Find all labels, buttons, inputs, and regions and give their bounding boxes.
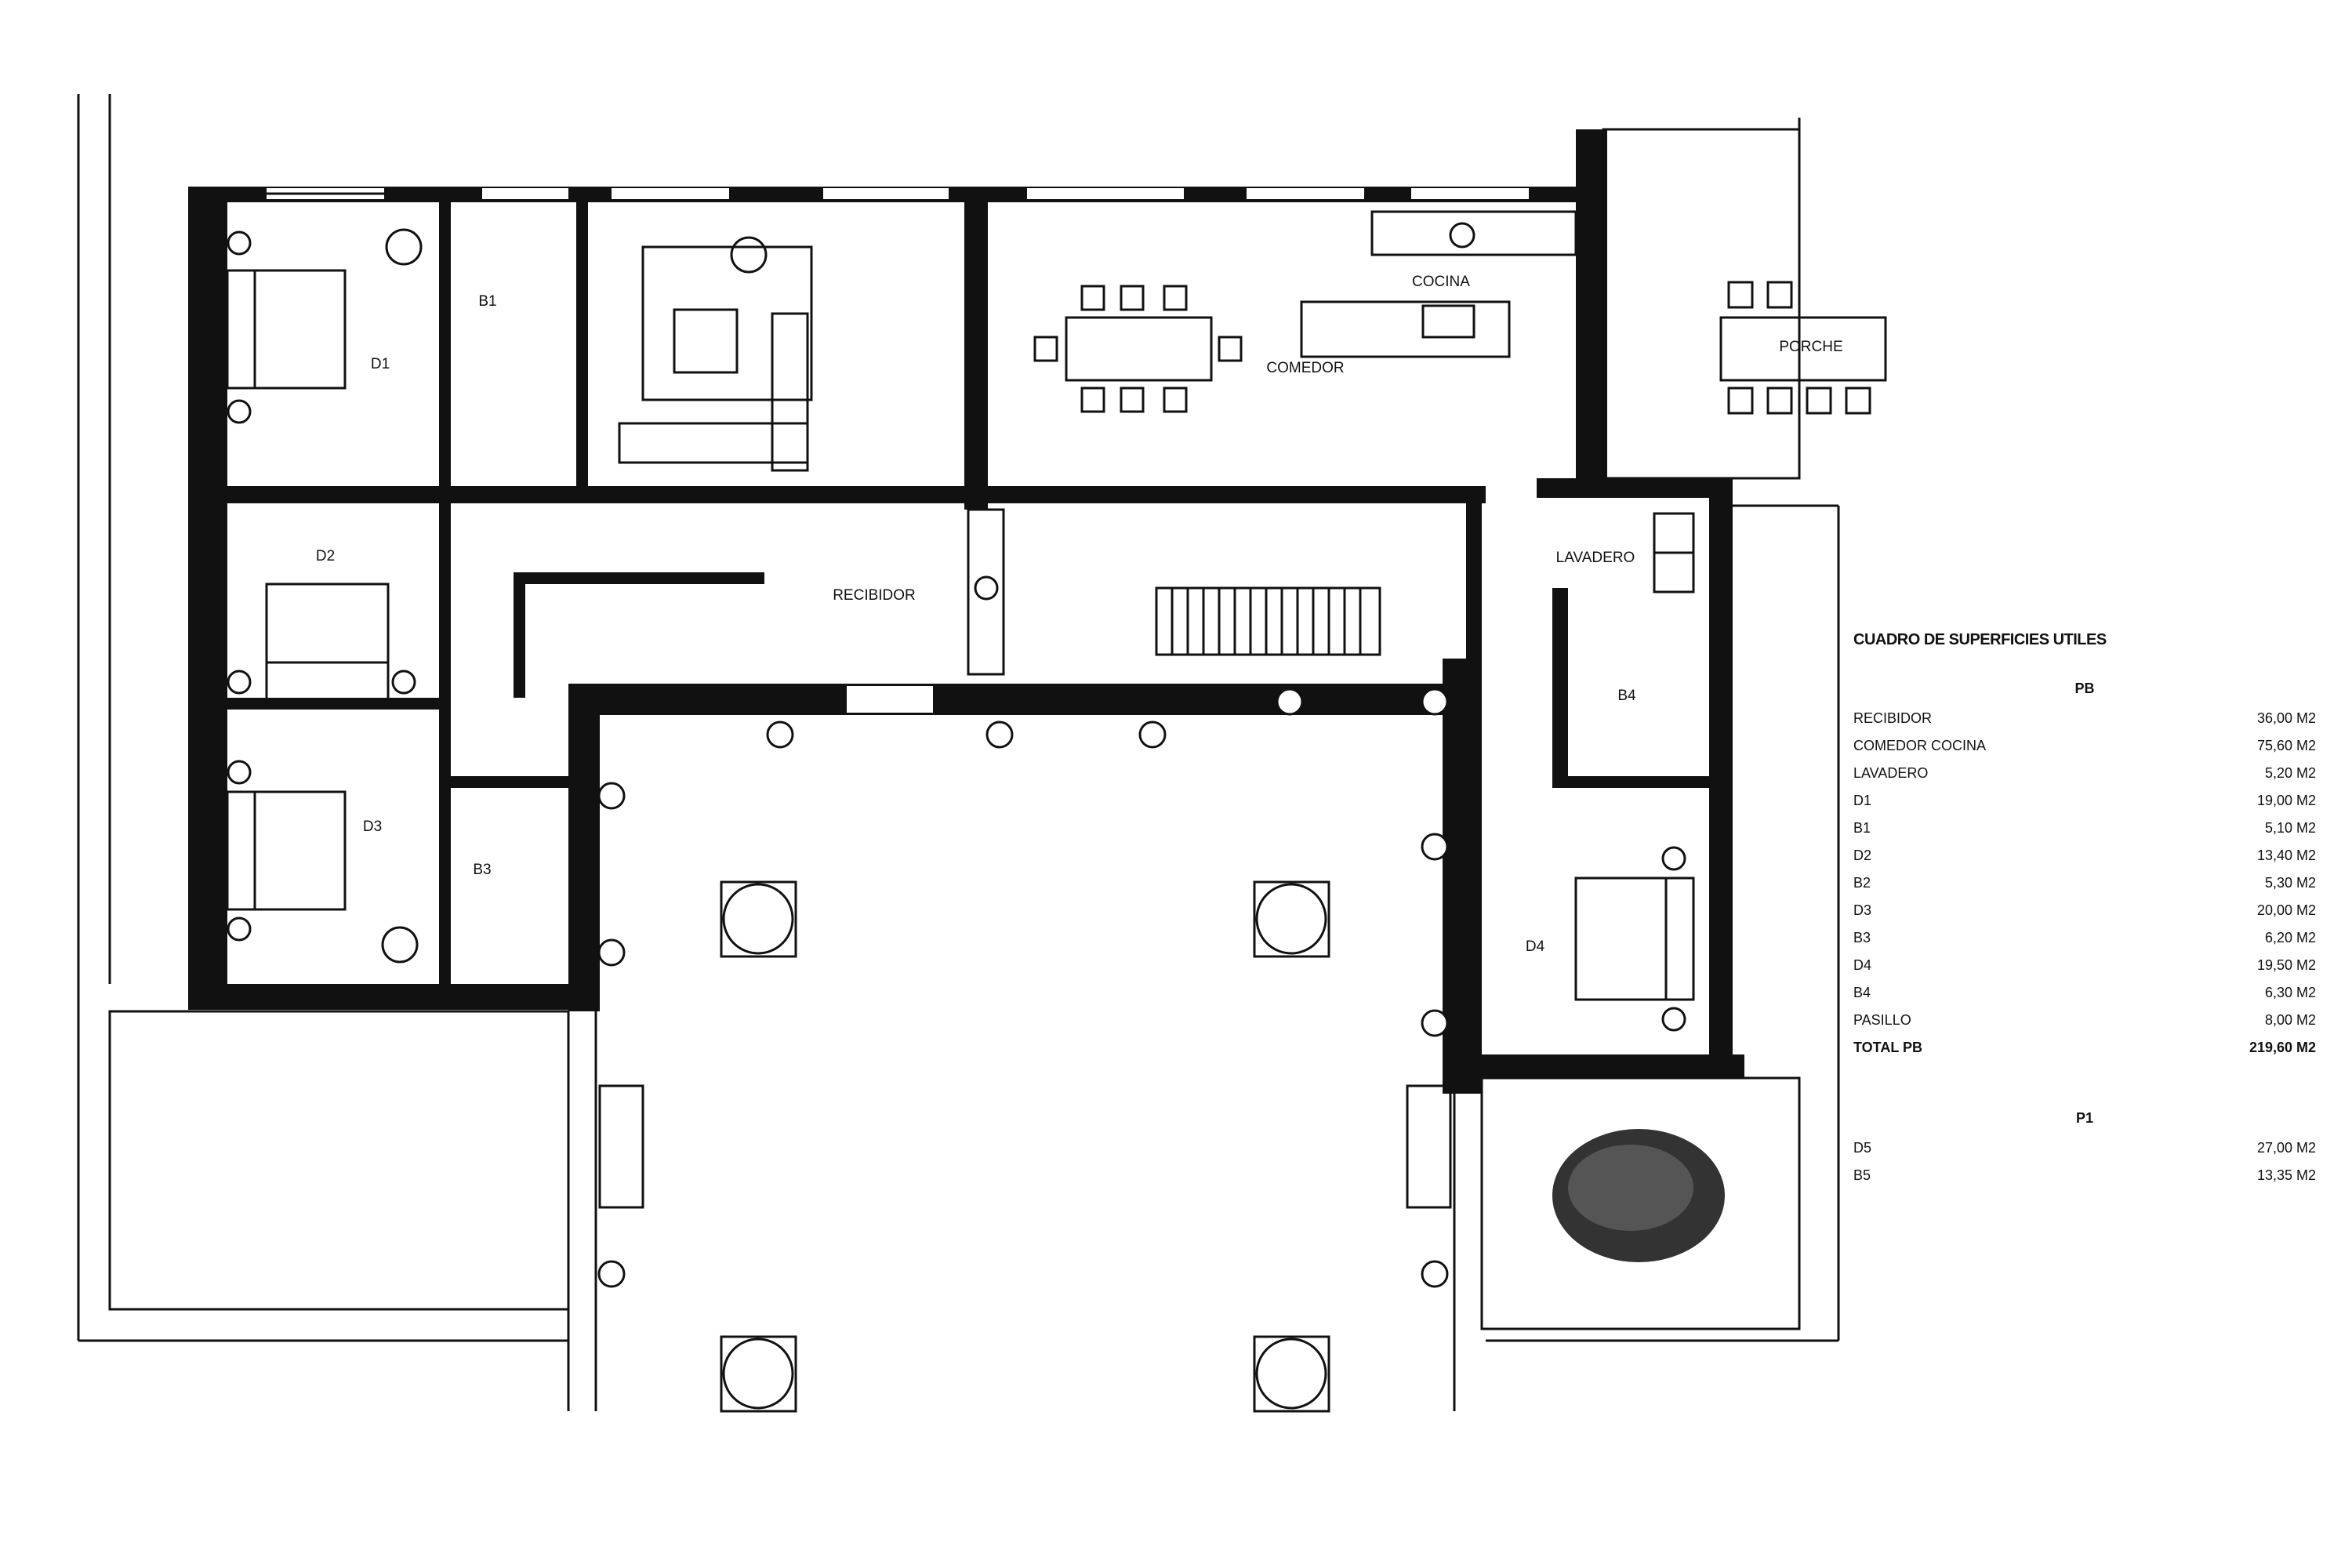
schedule-row: B5 13,35 M2 [1853, 1162, 2316, 1189]
schedule-group-pb: PB [2074, 681, 2095, 696]
row-label: D5 [1853, 1140, 1872, 1156]
row-label: B2 [1853, 875, 1871, 891]
row-label: D1 [1853, 793, 1872, 808]
area-schedule: CUADRO DE SUPERFICIES UTILES PB RECIBIDO… [1853, 631, 2316, 1189]
furniture [226, 210, 1887, 1262]
site-boundary [77, 94, 1840, 1342]
row-value: 27,00 M2 [2256, 1140, 2316, 1156]
room-labels: D1 B1 D2 D3 B3 RECIBIDOR COMEDOR COCINA … [316, 274, 1843, 955]
patio-columns [597, 688, 1452, 1413]
schedule-title: CUADRO DE SUPERFICIES UTILES [1853, 631, 2107, 648]
row-value: 75,60 M2 [2256, 738, 2316, 753]
room-label-comedor: COMEDOR [1266, 360, 1344, 376]
schedule-row: D5 27,00 M2 [1853, 1134, 2316, 1162]
row-label: D3 [1853, 902, 1872, 918]
room-label-lavadero: LAVADERO [1556, 550, 1635, 566]
room-label-b3: B3 [473, 862, 491, 878]
row-value: 19,50 M2 [2256, 957, 2316, 973]
schedule-row: LAVADERO 5,20 M2 [1853, 760, 2316, 787]
row-label: PASILLO [1853, 1012, 1911, 1028]
room-label-b4: B4 [1617, 688, 1636, 704]
row-label: COMEDOR COCINA [1853, 738, 1987, 753]
row-label: B5 [1853, 1167, 1871, 1183]
schedule-row: D2 13,40 M2 [1853, 842, 2316, 869]
row-label: B4 [1853, 985, 1871, 1000]
row-label: B3 [1853, 930, 1871, 946]
row-value: 13,40 M2 [2256, 848, 2316, 863]
schedule-row: D3 20,00 M2 [1853, 897, 2316, 924]
row-value: 36,00 M2 [2256, 710, 2316, 726]
room-label-d3: D3 [363, 818, 382, 835]
row-value: 8,00 M2 [2264, 1012, 2316, 1028]
total-value: 219,60 M2 [2249, 1040, 2316, 1055]
windows [267, 188, 1529, 713]
row-value: 5,20 M2 [2264, 765, 2316, 781]
row-value: 13,35 M2 [2256, 1167, 2316, 1183]
room-label-b1: B1 [478, 293, 496, 310]
schedule-row: RECIBIDOR 36,00 M2 [1853, 705, 2316, 732]
room-label-d1: D1 [371, 356, 390, 372]
row-value: 5,30 M2 [2264, 875, 2316, 891]
walls [188, 129, 1744, 1094]
row-label: RECIBIDOR [1853, 710, 1933, 726]
schedule-row: B4 6,30 M2 [1853, 979, 2316, 1007]
schedule-row: COMEDOR COCINA 75,60 M2 [1853, 732, 2316, 760]
room-label-recibidor: RECIBIDOR [833, 587, 916, 604]
row-label: D2 [1853, 848, 1872, 863]
row-label: D4 [1853, 957, 1872, 973]
total-label: TOTAL PB [1853, 1040, 1923, 1055]
schedule-row: B1 5,10 M2 [1853, 815, 2316, 842]
schedule-group-p1: P1 [2075, 1110, 2094, 1126]
schedule-total-row: TOTAL PB 219,60 M2 [1853, 1034, 2316, 1062]
row-value: 5,10 M2 [2264, 820, 2316, 836]
schedule-row: D1 19,00 M2 [1853, 787, 2316, 815]
room-label-porche: PORCHE [1779, 339, 1842, 355]
row-label: B1 [1853, 820, 1871, 836]
patio-area [108, 118, 1801, 1411]
row-value: 19,00 M2 [2256, 793, 2316, 808]
schedule-row: B2 5,30 M2 [1853, 869, 2316, 897]
schedule-row: B3 6,20 M2 [1853, 924, 2316, 952]
row-value: 6,20 M2 [2264, 930, 2316, 946]
row-value: 6,30 M2 [2264, 985, 2316, 1000]
row-label: LAVADERO [1853, 765, 1929, 781]
room-label-d2: D2 [316, 548, 335, 564]
schedule-row: D4 19,50 M2 [1853, 952, 2316, 979]
room-label-d4: D4 [1526, 938, 1545, 955]
room-label-cocina: COCINA [1412, 274, 1470, 290]
row-value: 20,00 M2 [2256, 902, 2316, 918]
schedule-row: PASILLO 8,00 M2 [1853, 1007, 2316, 1034]
